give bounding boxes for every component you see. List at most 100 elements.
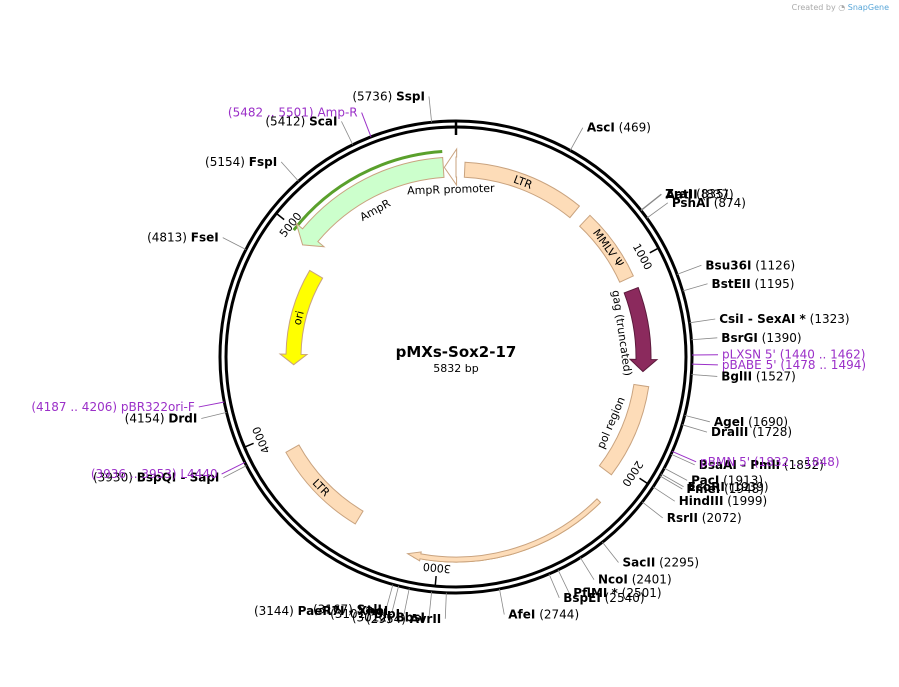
enzyme-pos: (2072) (702, 511, 742, 525)
enzyme-name: AatII (666, 187, 698, 201)
enzyme-leader-fspi (280, 161, 299, 182)
primer-leader-pbmn-5 (672, 450, 697, 463)
enzyme-bspqi-sapi[interactable]: (3930) BspQI - SapI (93, 471, 219, 485)
enzyme-name: BstEII (712, 277, 751, 291)
feature-label-mmlv-psi: MMLV Ψ (590, 227, 626, 270)
enzyme-aatii[interactable]: AatII (837) (666, 187, 734, 201)
enzyme-bsrgi[interactable]: BsrGI (1390) (721, 331, 801, 345)
primer-pbmn-5[interactable]: pBMN 5' (1832 .. 1848) (700, 455, 839, 469)
enzyme-label: (5412) ScaI (265, 114, 337, 128)
primer-range: (1440 .. 1462) (780, 348, 866, 362)
enzyme-bglii[interactable]: BglII (1527) (721, 369, 796, 383)
feature-ori[interactable]: ori (278, 269, 324, 366)
enzyme-label: HindIII (1999) (679, 494, 767, 508)
enzyme-leader-afei (499, 588, 505, 615)
feature-ltr-2[interactable]: LTR (285, 444, 364, 525)
credit-brand: SnapGene (847, 3, 889, 12)
enzyme-pshai[interactable]: PshAI (874) (672, 196, 746, 210)
enzyme-name: HindIII (679, 494, 724, 508)
primer-pbr322ori-f[interactable]: (4187 .. 4206) pBR322ori-F (31, 400, 195, 414)
enzyme-asci[interactable]: AscI (469) (587, 121, 651, 135)
ruler-label-4000: 4000 (250, 425, 273, 456)
enzyme-blpi[interactable]: (3101) BlpI (330, 607, 400, 621)
primer-range: (1832 .. 1848) (754, 455, 840, 469)
primer-pbabe-5[interactable]: pBABE 5' (1478 .. 1494) (722, 358, 866, 372)
enzyme-rsrii[interactable]: RsrII (2072) (667, 511, 742, 525)
enzyme-sacii[interactable]: SacII (2295) (623, 556, 700, 570)
enzyme-name: DraIII (711, 425, 748, 439)
feature-mmlv-psi[interactable]: MMLV Ψ (578, 214, 635, 283)
enzyme-hindiii[interactable]: HindIII (1999) (679, 494, 767, 508)
enzyme-leader-bsaai-pmli (670, 453, 695, 466)
enzyme-bspei[interactable]: BspEI (2540) (563, 591, 644, 605)
feature-big-orf-shape (406, 498, 602, 563)
primer-range: (5482 .. 5501) (228, 106, 314, 120)
enzyme-drdi[interactable]: (4154) DrdI (125, 412, 198, 426)
enzyme-leader-pmei (659, 475, 683, 490)
primer-label: (3936 .. 3953) L4440 (91, 467, 218, 481)
enzyme-name: CsiI - SexAI * (719, 312, 806, 326)
enzyme-pos: (1527) (756, 369, 796, 383)
enzyme-sali[interactable]: (3167) SalI (313, 602, 382, 616)
enzyme-fspi[interactable]: (5154) FspI (205, 155, 277, 169)
enzyme-pos: (1999) (727, 494, 767, 508)
enzyme-paer7i-xhoi[interactable]: (3144) PaeR7I - XhoI (254, 604, 388, 618)
enzyme-pmei[interactable]: PmeI (1948) (686, 482, 764, 496)
enzyme-pos: (837) (701, 187, 733, 201)
feature-ampr-promoter[interactable]: AmpR promoter (407, 147, 495, 197)
feature-big-orf[interactable] (406, 498, 602, 563)
enzyme-ecori[interactable]: EcoRI (1939) (688, 480, 769, 494)
enzyme-bsaai-pmli[interactable]: BsaAI - PmlI (1852) (699, 458, 824, 472)
primer-plxsn-5[interactable]: pLXSN 5' (1440 .. 1462) (722, 348, 865, 362)
enzyme-name: BsrGI (721, 331, 758, 345)
enzyme-fsei[interactable]: (4813) FseI (147, 231, 219, 245)
enzyme-pflmi[interactable]: PflMI * (2501) (573, 586, 661, 600)
enzyme-pos: (1390) (762, 331, 802, 345)
enzyme-zrai[interactable]: ZraI (835) (665, 187, 728, 201)
enzyme-draiii[interactable]: DraIII (1728) (711, 425, 792, 439)
primer-label: (4187 .. 4206) pBR322ori-F (31, 400, 195, 414)
enzyme-bbsi[interactable]: (3012) BbsI (352, 611, 425, 625)
enzyme-ncoi[interactable]: NcoI (2401) (598, 573, 672, 587)
enzyme-label: BglII (1527) (721, 369, 796, 383)
enzyme-label: PflMI * (2501) (573, 586, 661, 600)
primer-leader-l4440 (221, 462, 246, 475)
feature-ori-shape (278, 269, 324, 366)
enzyme-label: SacII (2295) (623, 556, 700, 570)
enzyme-pos: (4813) (147, 231, 187, 245)
enzyme-label: RsrII (2072) (667, 511, 742, 525)
feature-gag-truncated[interactable]: gag (truncated) (609, 286, 659, 377)
enzyme-avrii[interactable]: (2954) AvrII (366, 612, 441, 626)
enzyme-label: ZraI (835) (665, 187, 728, 201)
enzyme-bsu36i[interactable]: Bsu36I (1126) (705, 258, 795, 272)
enzyme-leader-sacii (602, 541, 619, 563)
enzyme-label: AfeI (2744) (508, 608, 579, 622)
enzyme-name: FspI (249, 155, 277, 169)
enzyme-leader-paci (664, 467, 688, 481)
enzyme-label: Bsu36I (1126) (705, 258, 795, 272)
enzyme-sspi[interactable]: (5736) SspI (352, 89, 425, 103)
enzyme-csii-sexai[interactable]: CsiI - SexAI * (1323) (719, 312, 849, 326)
enzyme-label: PacI (1913) (691, 473, 763, 487)
enzyme-scai[interactable]: (5412) ScaI (265, 114, 337, 128)
enzyme-pos: (1913) (723, 473, 763, 487)
enzyme-name: Bsu36I (705, 258, 751, 272)
enzyme-label: (4813) FseI (147, 231, 219, 245)
enzyme-label: BsaAI - PmlI (1852) (699, 458, 824, 472)
enzyme-pos: (1939) (729, 480, 769, 494)
primer-l4440[interactable]: (3936 .. 3953) L4440 (91, 467, 218, 481)
enzyme-leader-blpi (403, 588, 410, 614)
enzyme-name: BbsI (396, 611, 425, 625)
enzyme-bsteii[interactable]: BstEII (1195) (712, 277, 795, 291)
primer-amp-r[interactable]: (5482 .. 5501) Amp-R (228, 106, 358, 120)
enzyme-leader-ecori (660, 473, 684, 488)
feature-ltr[interactable]: LTR (463, 161, 581, 219)
enzyme-agei[interactable]: AgeI (1690) (714, 415, 788, 429)
primer-leader-pbr322ori-f (198, 401, 225, 408)
primer-range: (4187 .. 4206) (31, 400, 117, 414)
enzyme-afei[interactable]: AfeI (2744) (508, 608, 579, 622)
enzyme-paci[interactable]: PacI (1913) (691, 473, 763, 487)
enzyme-label: CsiI - SexAI * (1323) (719, 312, 849, 326)
